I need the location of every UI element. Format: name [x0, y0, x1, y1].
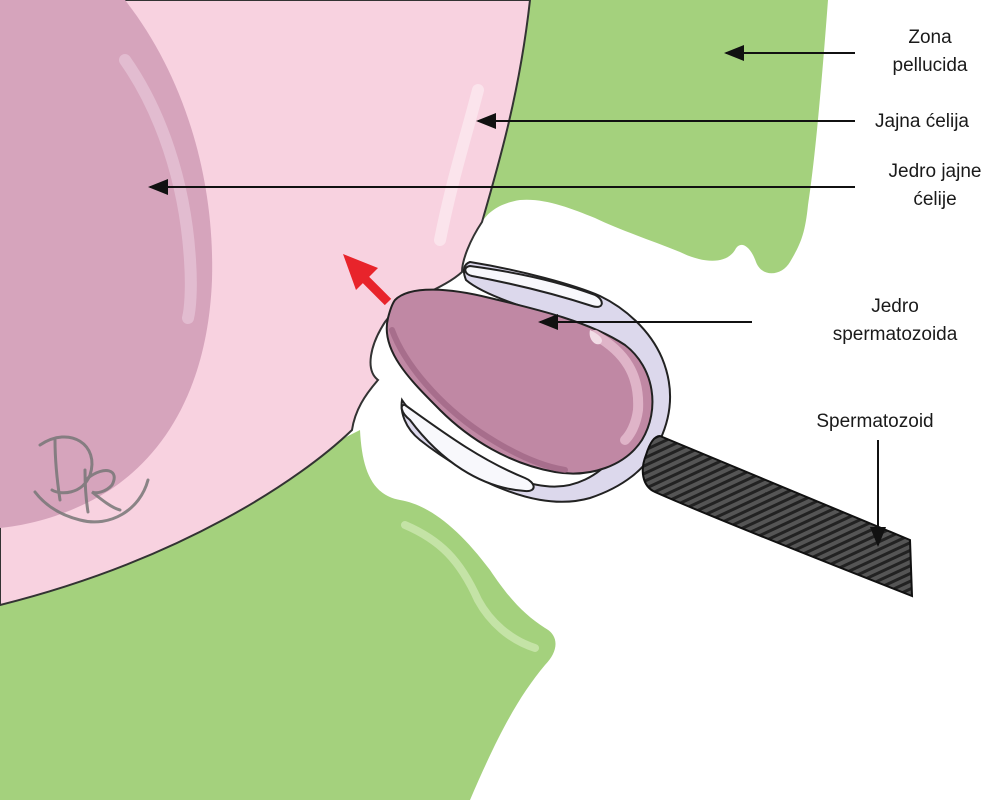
zona-pellucida-right — [482, 0, 828, 274]
zona-highlight-bottom — [401, 521, 539, 652]
sperm-nucleus — [385, 288, 654, 475]
dr-watermark-logo — [33, 435, 150, 524]
label-jedro-spermatozoida: Jedro spermatozoida — [820, 293, 970, 349]
sperm-nucleus-highlight-dot — [589, 330, 602, 345]
label-jajna-celija: Jajna ćelija — [862, 108, 982, 136]
label-jedro-jajne-celije-line1: Jedro jajne — [888, 161, 982, 182]
label-jedro-jajne-celije-line2: ćelije — [913, 189, 957, 210]
sperm-tail — [641, 434, 914, 598]
oocyte-highlight — [434, 84, 484, 246]
sperm-nucleus-highlight — [590, 330, 644, 445]
sperm-nucleus-shadow — [389, 327, 568, 473]
label-spermatozoid-line1: Spermatozoid — [816, 411, 934, 432]
acrosomal-membrane-bottom — [400, 403, 535, 493]
label-jedro-spermatozoida-line2: spermatozoida — [832, 324, 958, 345]
label-spermatozoid: Spermatozoid — [790, 408, 960, 436]
label-jajna-celija-line1: Jajna ćelija — [875, 111, 969, 132]
acrosomal-membrane-top — [464, 264, 603, 308]
oocyte-nucleus-highlight — [119, 54, 197, 324]
zona-pellucida-bottom — [0, 430, 556, 800]
label-jedro-jajne-celije: Jedro jajne ćelije — [870, 158, 1000, 214]
label-zona-pellucida: Zona pellucida — [880, 24, 980, 80]
label-zona-pellucida-line1: Zona — [908, 27, 952, 48]
label-zona-pellucida-line2: pellucida — [892, 55, 968, 76]
penetration-direction-arrow — [343, 254, 392, 306]
label-jedro-spermatozoida-line1: Jedro — [871, 296, 919, 317]
